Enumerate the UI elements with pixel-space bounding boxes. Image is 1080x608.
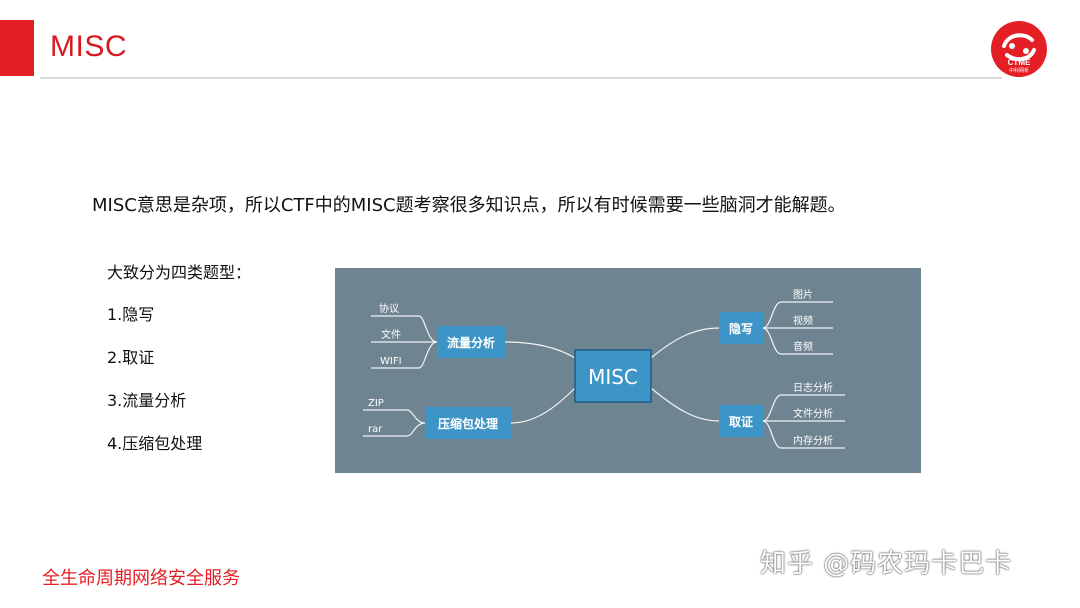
category-list-title: 大致分为四类题型：	[107, 263, 252, 282]
mindmap-center-label: MISC	[588, 365, 638, 389]
mindmap-leaves: 协议 文件 WIFI ZIP rar 图片 视频 音频 日志分析 文件分析 内存…	[368, 288, 833, 447]
ctme-logo-icon: CTME 中科网析	[991, 21, 1047, 77]
mindmap-branch-label: 隐写	[729, 321, 753, 336]
misc-mindmap: MISC 流量分析 压缩包处理 隐写 取证 协议 文件 WIFI ZIP rar…	[335, 268, 921, 473]
mindmap-branch-node	[425, 407, 511, 439]
page-title: MISC	[50, 30, 127, 63]
header-accent-bar	[0, 20, 34, 76]
mindmap-branch-label: 压缩包处理	[438, 416, 498, 431]
mindmap-branch-node	[719, 405, 763, 437]
list-item: 4.压缩包处理	[107, 434, 203, 453]
footer-tagline: 全生命周期网络安全服务	[42, 568, 240, 589]
mindmap-branch-node	[719, 312, 763, 344]
mindmap-leaf-label: 文件分析	[793, 407, 833, 420]
mindmap-leaf-label: rar	[368, 424, 383, 435]
mindmap-leaf-label: 协议	[379, 302, 399, 315]
mindmap-leaf-label: ZIP	[368, 398, 384, 409]
mindmap-leaf-label: 文件	[381, 328, 401, 341]
category-list: 大致分为四类题型： 1.隐写 2.取证 3.流量分析 4.压缩包处理	[107, 262, 327, 453]
mindmap-leaf-label: WIFI	[380, 356, 402, 367]
intro-paragraph: MISC意思是杂项，所以CTF中的MISC题考察很多知识点，所以有时候需要一些脑…	[92, 195, 846, 216]
list-item: 2.取证	[107, 348, 155, 367]
mindmap-leaf-label: 音频	[793, 340, 813, 353]
logo-subtext: 中科网析	[1009, 67, 1029, 74]
mindmap-branch-node	[437, 326, 505, 358]
mindmap-branch-label: 流量分析	[447, 335, 495, 350]
mindmap-center-node	[574, 349, 652, 403]
list-item: 1.隐写	[107, 305, 155, 324]
mindmap-leaf-label: 图片	[793, 288, 813, 301]
mindmap-leaf-label: 内存分析	[793, 434, 833, 447]
logo-text: CTME	[1008, 58, 1031, 67]
mindmap-connectors	[363, 301, 845, 449]
mindmap-branch-label: 取证	[729, 415, 753, 429]
list-item: 3.流量分析	[107, 391, 187, 410]
mindmap-leaf-label: 视频	[793, 314, 813, 327]
header-divider	[40, 77, 1002, 79]
mindmap-leaf-label: 日志分析	[793, 381, 833, 394]
watermark: 知乎 @码农玛卡巴卡	[760, 549, 1013, 579]
